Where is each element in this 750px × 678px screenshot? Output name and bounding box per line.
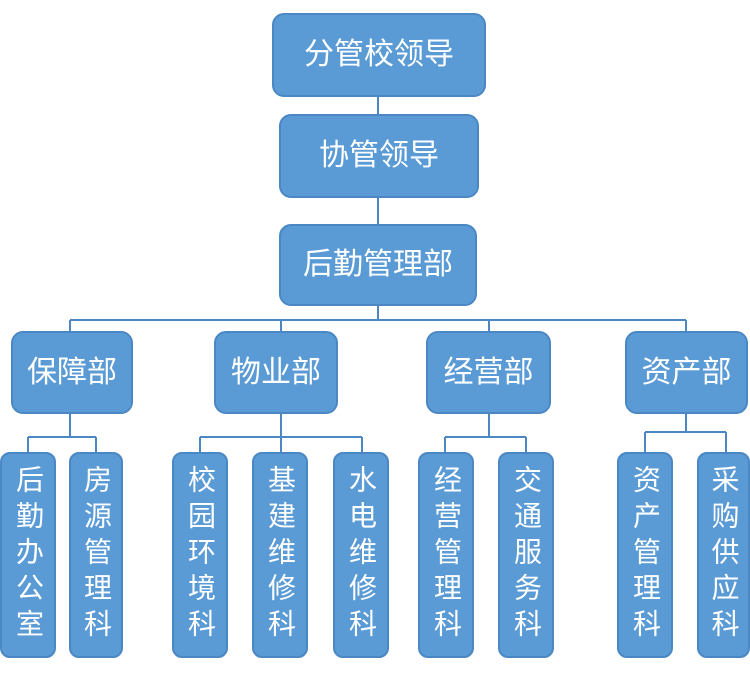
- node-logistics-dept: 后勤管理部: [279, 224, 477, 306]
- node-section-shuidian: 水电维修科: [333, 452, 389, 658]
- node-assist-leader: 协管领导: [279, 114, 479, 198]
- node-section-zichan-mgmt: 资产管理科: [617, 452, 673, 658]
- node-section-xiaoyuan: 校园环境科: [172, 452, 228, 658]
- node-section-jijian: 基建维修科: [252, 452, 308, 658]
- node-section-fangyuan: 房源管理科: [69, 452, 123, 658]
- node-section-caigou: 采购供应科: [697, 452, 750, 658]
- node-dept-zichan: 资产部: [625, 331, 748, 414]
- node-dept-baozhang: 保障部: [11, 331, 133, 414]
- node-section-houqin-office: 后勤办公室: [0, 452, 56, 658]
- node-dept-wuye: 物业部: [214, 331, 338, 414]
- node-top-leader: 分管校领导: [272, 13, 486, 97]
- node-section-jingying-mgmt: 经营管理科: [418, 452, 474, 658]
- node-dept-jingying: 经营部: [426, 331, 551, 414]
- node-section-jiaotong: 交通服务科: [498, 452, 554, 658]
